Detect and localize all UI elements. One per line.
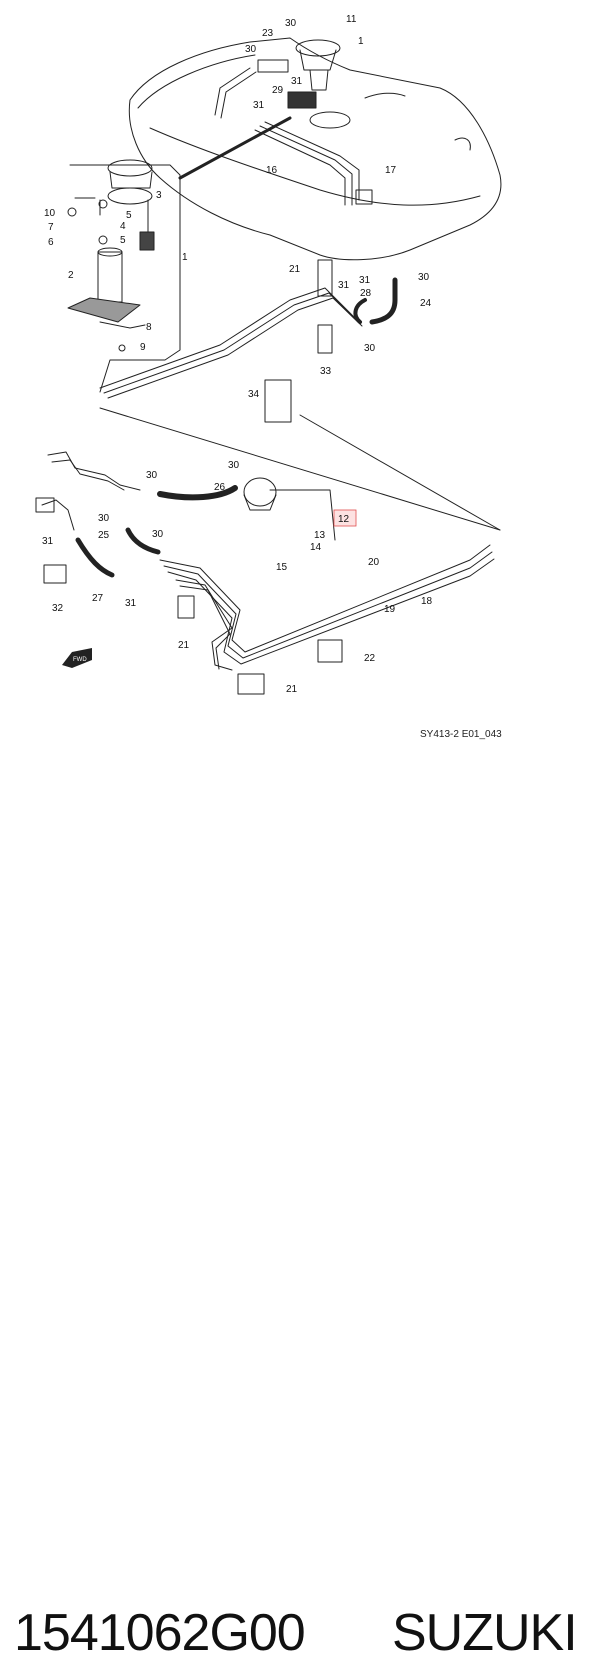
callout-c30b: 30	[245, 44, 257, 55]
callout-c5b: 5	[120, 235, 126, 246]
callout-c21b: 21	[178, 640, 190, 651]
callout-c1a: 1	[358, 36, 364, 47]
tank-pump-assembly	[214, 39, 341, 119]
callout-c30c: 30	[418, 272, 430, 283]
callout-c7: 7	[48, 222, 54, 233]
callout-c17: 17	[385, 165, 397, 176]
callout-c14: 14	[310, 542, 322, 553]
callout-c18: 18	[421, 596, 433, 607]
callout-c30h: 30	[152, 529, 164, 540]
main-fuel-lines	[99, 287, 501, 531]
svg-text:FWD: FWD	[73, 657, 87, 663]
callout-c34: 34	[248, 389, 260, 400]
callout-c11: 11	[346, 14, 357, 25]
reference-code: SY413-2 E01_043	[420, 729, 502, 740]
callout-c22: 22	[364, 653, 376, 664]
callout-c16: 16	[266, 165, 278, 176]
tank-fuel-lines	[254, 121, 373, 206]
callout-c29: 29	[272, 85, 284, 96]
lower-assembly	[35, 451, 343, 695]
clamp-34	[264, 379, 292, 423]
callout-c15: 15	[276, 562, 288, 573]
callout-c31a: 31	[291, 76, 303, 87]
callout-c21a: 21	[289, 264, 301, 275]
callout-c30d: 30	[364, 343, 376, 354]
callout-c31e: 31	[42, 536, 54, 547]
callout-c21c: 21	[286, 684, 298, 695]
clamp-21-upper	[317, 259, 333, 297]
callout-c30a: 30	[285, 18, 297, 29]
fwd-arrow: FWD	[62, 648, 92, 668]
callout-c30e: 30	[228, 460, 240, 471]
highlight-box	[333, 509, 357, 527]
callout-c13: 13	[314, 530, 326, 541]
callout-c3: 3	[156, 190, 162, 201]
brand-name: SUZUKI	[392, 1604, 578, 1662]
callout-c30f: 30	[146, 470, 158, 481]
callout-c2: 2	[68, 270, 74, 281]
diagram-svg: 12 FWD 111233030312931171631057465128921…	[35, 14, 502, 740]
callout-c10: 10	[44, 208, 56, 219]
callout-c5a: 5	[126, 210, 132, 221]
callout-c9: 9	[140, 342, 146, 353]
callout-c24: 24	[420, 298, 432, 309]
callout-c19: 19	[384, 604, 396, 615]
lower-fuel-lines	[159, 414, 501, 671]
callout-c4: 4	[120, 221, 126, 232]
caption-bar: 1541062G00 SUZUKI	[0, 775, 600, 1662]
callout-c31b: 31	[253, 100, 265, 111]
hose-28	[353, 298, 367, 324]
callout-c31f: 31	[125, 598, 137, 609]
callout-c25: 25	[98, 530, 110, 541]
callout-c31d: 31	[359, 275, 371, 286]
callout-c23: 23	[262, 28, 274, 39]
callout-12-highlighted: 12	[338, 514, 350, 525]
callout-c30g: 30	[98, 513, 110, 524]
callout-c32: 32	[52, 603, 64, 614]
clamp-33	[317, 324, 333, 354]
fuel-tank	[128, 37, 502, 261]
part-number: 1541062G00	[14, 1604, 306, 1662]
callout-c31c: 31	[338, 280, 350, 291]
callout-c1b: 1	[182, 252, 188, 263]
callout-c27: 27	[92, 593, 104, 604]
callout-c26: 26	[214, 482, 226, 493]
callout-c20: 20	[368, 557, 380, 568]
callout-c8: 8	[146, 322, 152, 333]
hose-24	[369, 277, 398, 325]
callout-c6: 6	[48, 237, 54, 248]
leader-12	[269, 489, 336, 541]
pump-exploded-view	[67, 159, 181, 393]
callout-c33: 33	[320, 366, 332, 377]
callout-c28: 28	[360, 288, 372, 299]
